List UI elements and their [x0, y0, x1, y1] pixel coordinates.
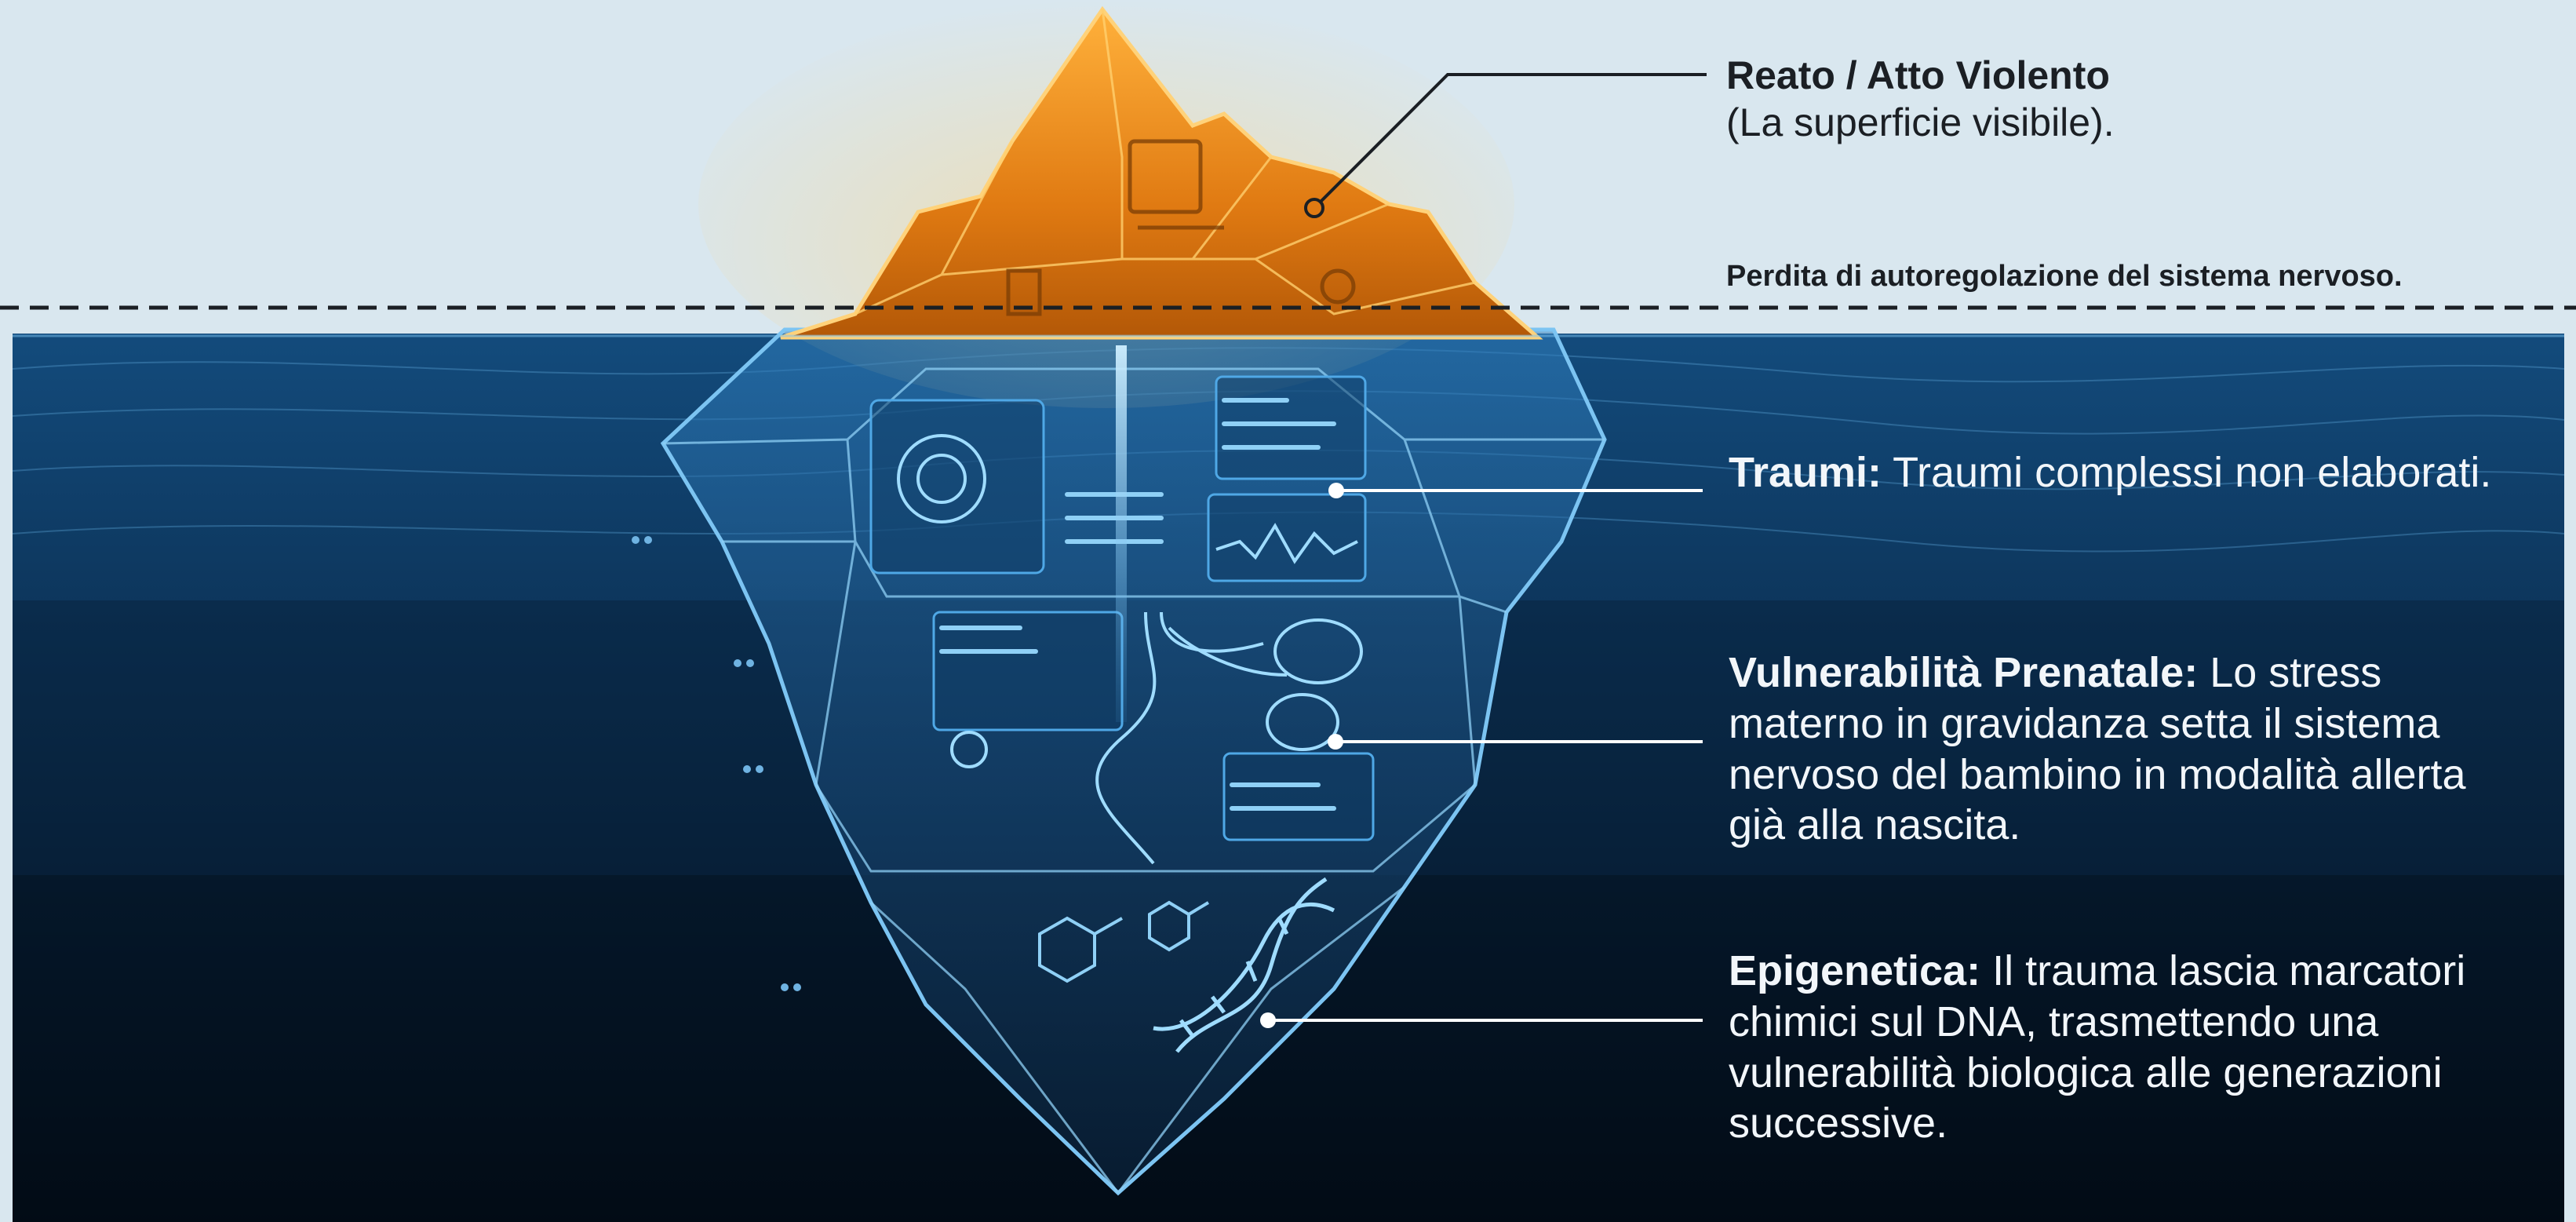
leader-epigenetica-dot: [1260, 1012, 1276, 1028]
label-tip: Reato / Atto Violento (La superficie vis…: [1726, 52, 2115, 146]
label-waterline: Perdita di autoregolazione del sistema n…: [1726, 260, 2403, 293]
label-traumi-title: Traumi:: [1729, 449, 1882, 496]
decor-dots: [632, 536, 801, 991]
brain-icon: [1266, 618, 1363, 751]
label-tip-title: Reato / Atto Violento: [1726, 53, 2110, 97]
panel-lines: [939, 398, 1336, 811]
leader-tip-dot: [1304, 198, 1324, 218]
leader-traumi-dot: [1328, 483, 1344, 498]
label-prenatale-title: Vulnerabilità Prenatale:: [1729, 649, 2199, 696]
label-epigenetica-text: Il trauma lascia marcatori chimici sul D…: [1729, 947, 2466, 1147]
label-tip-subtitle: (La superficie visibile).: [1726, 100, 2115, 144]
light-beam: [1116, 345, 1127, 722]
tip-facets: [854, 9, 1476, 316]
molecule-icon: [1038, 900, 1210, 983]
circuit-icon: [897, 434, 1358, 865]
label-prenatale-text: Lo stress materno in gravidanza setta il…: [1729, 649, 2466, 849]
label-epigenetica-title: Epigenetica:: [1729, 947, 1981, 994]
label-epigenetica: Epigenetica: Il trauma lascia marcatori …: [1729, 946, 2513, 1149]
label-traumi-text: Traumi complessi non elaborati.: [1882, 449, 2492, 496]
leader-tip: [1313, 73, 1707, 210]
circuit-panels: [869, 375, 1375, 841]
dna-helix-icon: [1153, 877, 1335, 1053]
iceberg-tip: [780, 5, 1543, 340]
label-prenatale: Vulnerabilità Prenatale: Lo stress mater…: [1729, 647, 2521, 851]
tip-circuits: [1006, 139, 1356, 316]
leader-prenatale-dot: [1328, 734, 1343, 750]
label-traumi: Traumi: Traumi complessi non elaborati.: [1729, 447, 2513, 498]
